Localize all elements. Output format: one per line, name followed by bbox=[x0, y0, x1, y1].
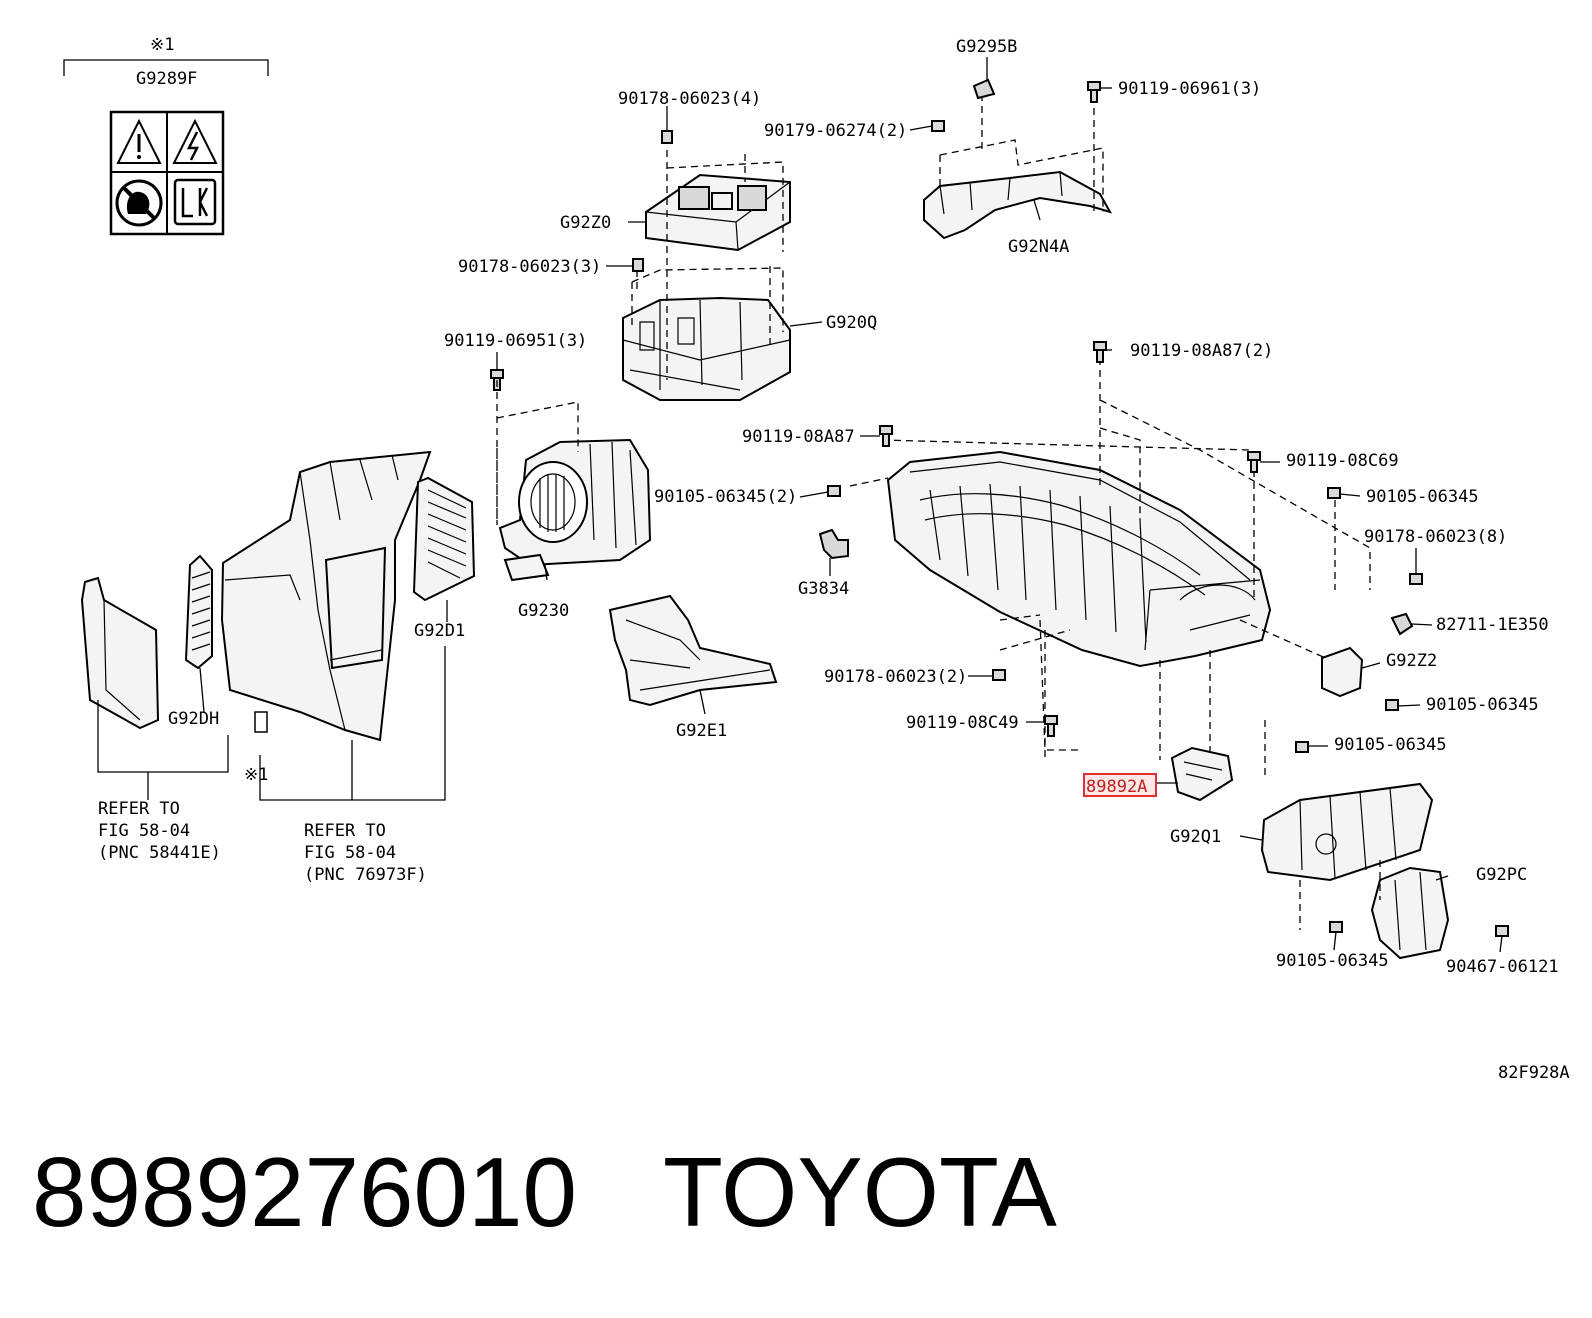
assembly-lines-blower bbox=[496, 380, 579, 525]
label-90178-06023-4: 90178-06023(4) bbox=[618, 89, 761, 109]
brand-name: TOYOTA bbox=[663, 1137, 1057, 1247]
nut-90178-06023-4 bbox=[661, 130, 673, 144]
label-90178-06023-2: 90178-06023(2) bbox=[824, 667, 967, 687]
note-mark: ※1 bbox=[150, 35, 174, 55]
footer-caption: 8989276010 TOYOTA bbox=[32, 1132, 1057, 1252]
nut-90178-06023-3 bbox=[632, 258, 644, 272]
label-g92z2: G92Z2 bbox=[1386, 651, 1437, 671]
label-g9295b: G9295B bbox=[956, 37, 1017, 57]
warning-triangle-icon bbox=[116, 118, 162, 164]
label-90119-08c69: 90119-08C69 bbox=[1286, 451, 1399, 471]
nut-90179-06274-2 bbox=[931, 120, 945, 132]
bolt-90119-08c69 bbox=[1247, 451, 1261, 473]
label-g92z0: G92Z0 bbox=[560, 213, 611, 233]
bolt-90105-06345-d bbox=[1329, 921, 1343, 933]
label-90105-06345-c: 90105-06345 bbox=[1334, 735, 1447, 755]
label-g92q1: G92Q1 bbox=[1170, 827, 1221, 847]
bolt-90105-06345-a bbox=[1327, 487, 1341, 499]
bolt-90119-08a87-2 bbox=[1093, 341, 1107, 363]
relay-block-g92z0 bbox=[645, 173, 791, 252]
nut-90467-06121 bbox=[1495, 925, 1509, 937]
ecu-g92q1 bbox=[1260, 782, 1434, 882]
label-89892a: 89892A bbox=[1086, 777, 1147, 797]
diagram-code: 82F928A bbox=[1498, 1063, 1570, 1083]
bolt-90105-06345-2 bbox=[827, 485, 841, 497]
label-82711-1e350: 82711-1E350 bbox=[1436, 615, 1549, 635]
note-mark-2: ※1 bbox=[244, 765, 268, 785]
label-90119-08a87: 90119-08A87 bbox=[742, 427, 855, 447]
highlight-89892a bbox=[1083, 773, 1157, 797]
bracket-g920q bbox=[622, 296, 791, 401]
bolt-90105-06345-b bbox=[1385, 699, 1399, 711]
label-g3834: G3834 bbox=[798, 579, 849, 599]
panel-g92d1 bbox=[412, 476, 476, 602]
label-g92n4a: G92N4A bbox=[1008, 237, 1069, 257]
label-g92e1: G92E1 bbox=[676, 721, 727, 741]
bolt-90119-06961-3 bbox=[1087, 81, 1101, 103]
label-90119-08a87-2: 90119-08A87(2) bbox=[1130, 341, 1273, 361]
label-90119-06961-3: 90119-06961(3) bbox=[1118, 79, 1261, 99]
refer-left-line3: (PNC 58441E) bbox=[98, 843, 221, 863]
assembly-lines-ecu bbox=[1299, 860, 1381, 930]
blower-g9230 bbox=[498, 438, 652, 582]
clip-g9295b bbox=[972, 78, 996, 100]
refer-left-line1: REFER TO bbox=[98, 799, 180, 819]
label-90105-06345-d: 90105-06345 bbox=[1276, 951, 1389, 971]
bolt-90119-08a87 bbox=[879, 425, 893, 447]
battery-pack bbox=[886, 450, 1272, 668]
refer-left-line2: FIG 58-04 bbox=[98, 821, 190, 841]
label-g92pc: G92PC bbox=[1476, 865, 1527, 885]
refer-right-line3: (PNC 76973F) bbox=[304, 865, 427, 885]
label-g92dh: G92DH bbox=[168, 709, 219, 729]
label-90179-06274-2: 90179-06274(2) bbox=[764, 121, 907, 141]
label-g920q: G920Q bbox=[826, 313, 877, 333]
assembly-lines-top bbox=[631, 150, 784, 380]
bracket-g92z2 bbox=[1321, 646, 1364, 698]
part-labels: G9295B 90178-06023(4) 90179-06274(2) 901… bbox=[98, 37, 1570, 1083]
label-90105-06345-2: 90105-06345(2) bbox=[654, 487, 797, 507]
bolt-90119-08c49 bbox=[1044, 715, 1058, 737]
duct-g92n4a bbox=[923, 170, 1113, 240]
sensor-89892a bbox=[1170, 746, 1234, 802]
manual-icon bbox=[173, 178, 217, 226]
part-number: 8989276010 bbox=[32, 1137, 578, 1247]
warning-label-group: ※1 G9289F bbox=[63, 35, 269, 236]
trim-left bbox=[80, 576, 160, 730]
label-90178-06023-3: 90178-06023(3) bbox=[458, 257, 601, 277]
refer-right-line2: FIG 58-04 bbox=[304, 843, 396, 863]
label-g9289f: G9289F bbox=[136, 69, 197, 89]
no-touch-icon bbox=[115, 179, 163, 227]
vent-g92dh bbox=[184, 554, 213, 670]
bracket-g92pc bbox=[1370, 866, 1450, 960]
label-bracket bbox=[63, 59, 269, 76]
nut-90178-06023-2 bbox=[992, 669, 1006, 681]
frame-g92d1-left bbox=[220, 450, 432, 742]
duct-g92e1 bbox=[608, 594, 778, 707]
bolt-90105-06345-c bbox=[1295, 741, 1309, 753]
label-90119-06951-3: 90119-06951(3) bbox=[444, 331, 587, 351]
high-voltage-icon bbox=[172, 118, 218, 164]
label-90467-06121: 90467-06121 bbox=[1446, 957, 1559, 977]
label-90105-06345-a: 90105-06345 bbox=[1366, 487, 1479, 507]
label-90178-06023-8: 90178-06023(8) bbox=[1364, 527, 1507, 547]
leader-lines bbox=[97, 57, 1503, 953]
assembly-lines-duct bbox=[939, 94, 1104, 214]
sticker-note bbox=[254, 711, 268, 733]
sensor-g3834 bbox=[818, 528, 849, 560]
label-g92d1: G92D1 bbox=[414, 621, 465, 641]
refer-right-line1: REFER TO bbox=[304, 821, 386, 841]
label-g9230: G9230 bbox=[518, 601, 569, 621]
assembly-lines-pack bbox=[881, 358, 1371, 780]
nut-90178-06023-8 bbox=[1409, 573, 1423, 585]
label-90105-06345-b: 90105-06345 bbox=[1426, 695, 1539, 715]
label-90119-08c49: 90119-08C49 bbox=[906, 713, 1019, 733]
connector-82711-1e350 bbox=[1390, 612, 1414, 636]
